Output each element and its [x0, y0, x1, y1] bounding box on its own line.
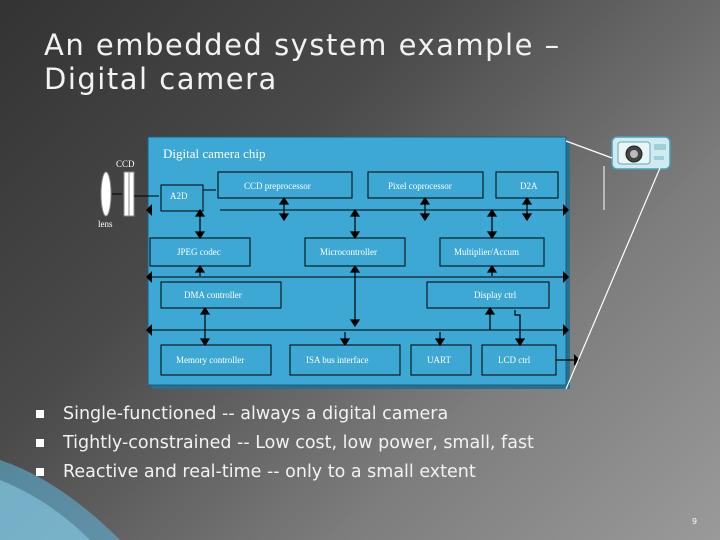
- title-line-2: Digital camera: [44, 62, 278, 96]
- microcontroller-block: [304, 237, 406, 267]
- d2a-label: D2A: [520, 181, 538, 191]
- jpeg-codec-label: JPEG codec: [177, 247, 221, 257]
- zoom-line-top: [565, 140, 613, 159]
- zoom-line-right: [565, 167, 661, 390]
- a2d-block: [160, 184, 204, 212]
- bullet-text: Single-functioned -- always a digital ca…: [63, 404, 449, 424]
- bullet-item: Tightly-constrained -- Low cost, low pow…: [36, 429, 656, 458]
- slide-title: An embedded system example – Digital cam…: [44, 28, 644, 96]
- bullet-list: Single-functioned -- always a digital ca…: [36, 400, 656, 487]
- title-line-1: An embedded system example –: [44, 28, 561, 62]
- bullet-text: Tightly-constrained -- Low cost, low pow…: [63, 433, 534, 453]
- bullet-item: Reactive and real-time -- only to a smal…: [36, 458, 656, 487]
- square-bullet-icon: [36, 439, 44, 447]
- square-bullet-icon: [36, 468, 44, 476]
- lens-icon: [100, 171, 112, 217]
- bullet-item: Single-functioned -- always a digital ca…: [36, 400, 656, 429]
- d2a-block: [495, 171, 559, 199]
- uart-label: UART: [427, 355, 451, 365]
- connectors: [194, 196, 533, 347]
- ccd-preprocessor-label: CCD preprocessor: [244, 181, 311, 191]
- lcd-ctrl-label: LCD ctrl: [498, 355, 531, 365]
- microcontroller-label: Microcontroller: [320, 247, 377, 257]
- jpeg-codec-block: [149, 237, 251, 267]
- side-arrows: [146, 204, 580, 366]
- isa-bus-block: [289, 344, 401, 376]
- memory-controller-block: [160, 344, 272, 376]
- memory-controller-label: Memory controller: [176, 355, 244, 365]
- dma-controller-block: [160, 281, 282, 309]
- page-number: 9: [692, 517, 698, 526]
- isa-bus-label: ISA bus interface: [306, 355, 368, 365]
- a2d-label: A2D: [170, 191, 188, 201]
- lens-label: lens: [98, 219, 113, 229]
- uart-block: [410, 344, 472, 376]
- lcd-ctrl-block: [481, 344, 557, 376]
- square-bullet-icon: [36, 410, 44, 418]
- multiplier-block: [439, 237, 545, 267]
- ccd-label: CCD: [116, 159, 135, 169]
- dma-controller-label: DMA controller: [184, 290, 242, 300]
- multiplier-label: Multiplier/Accum: [454, 247, 519, 257]
- decorative-swoosh: [0, 460, 120, 540]
- chip-label: Digital camera chip: [163, 146, 266, 161]
- display-ctrl-label: Display ctrl: [474, 290, 517, 300]
- display-ctrl-block: [426, 281, 550, 309]
- bullet-text: Reactive and real-time -- only to a smal…: [63, 462, 476, 482]
- camera-icon: [611, 136, 671, 170]
- ccd-preprocessor-block: [217, 171, 353, 199]
- pixel-coprocessor-label: Pixel coprocessor: [388, 181, 452, 191]
